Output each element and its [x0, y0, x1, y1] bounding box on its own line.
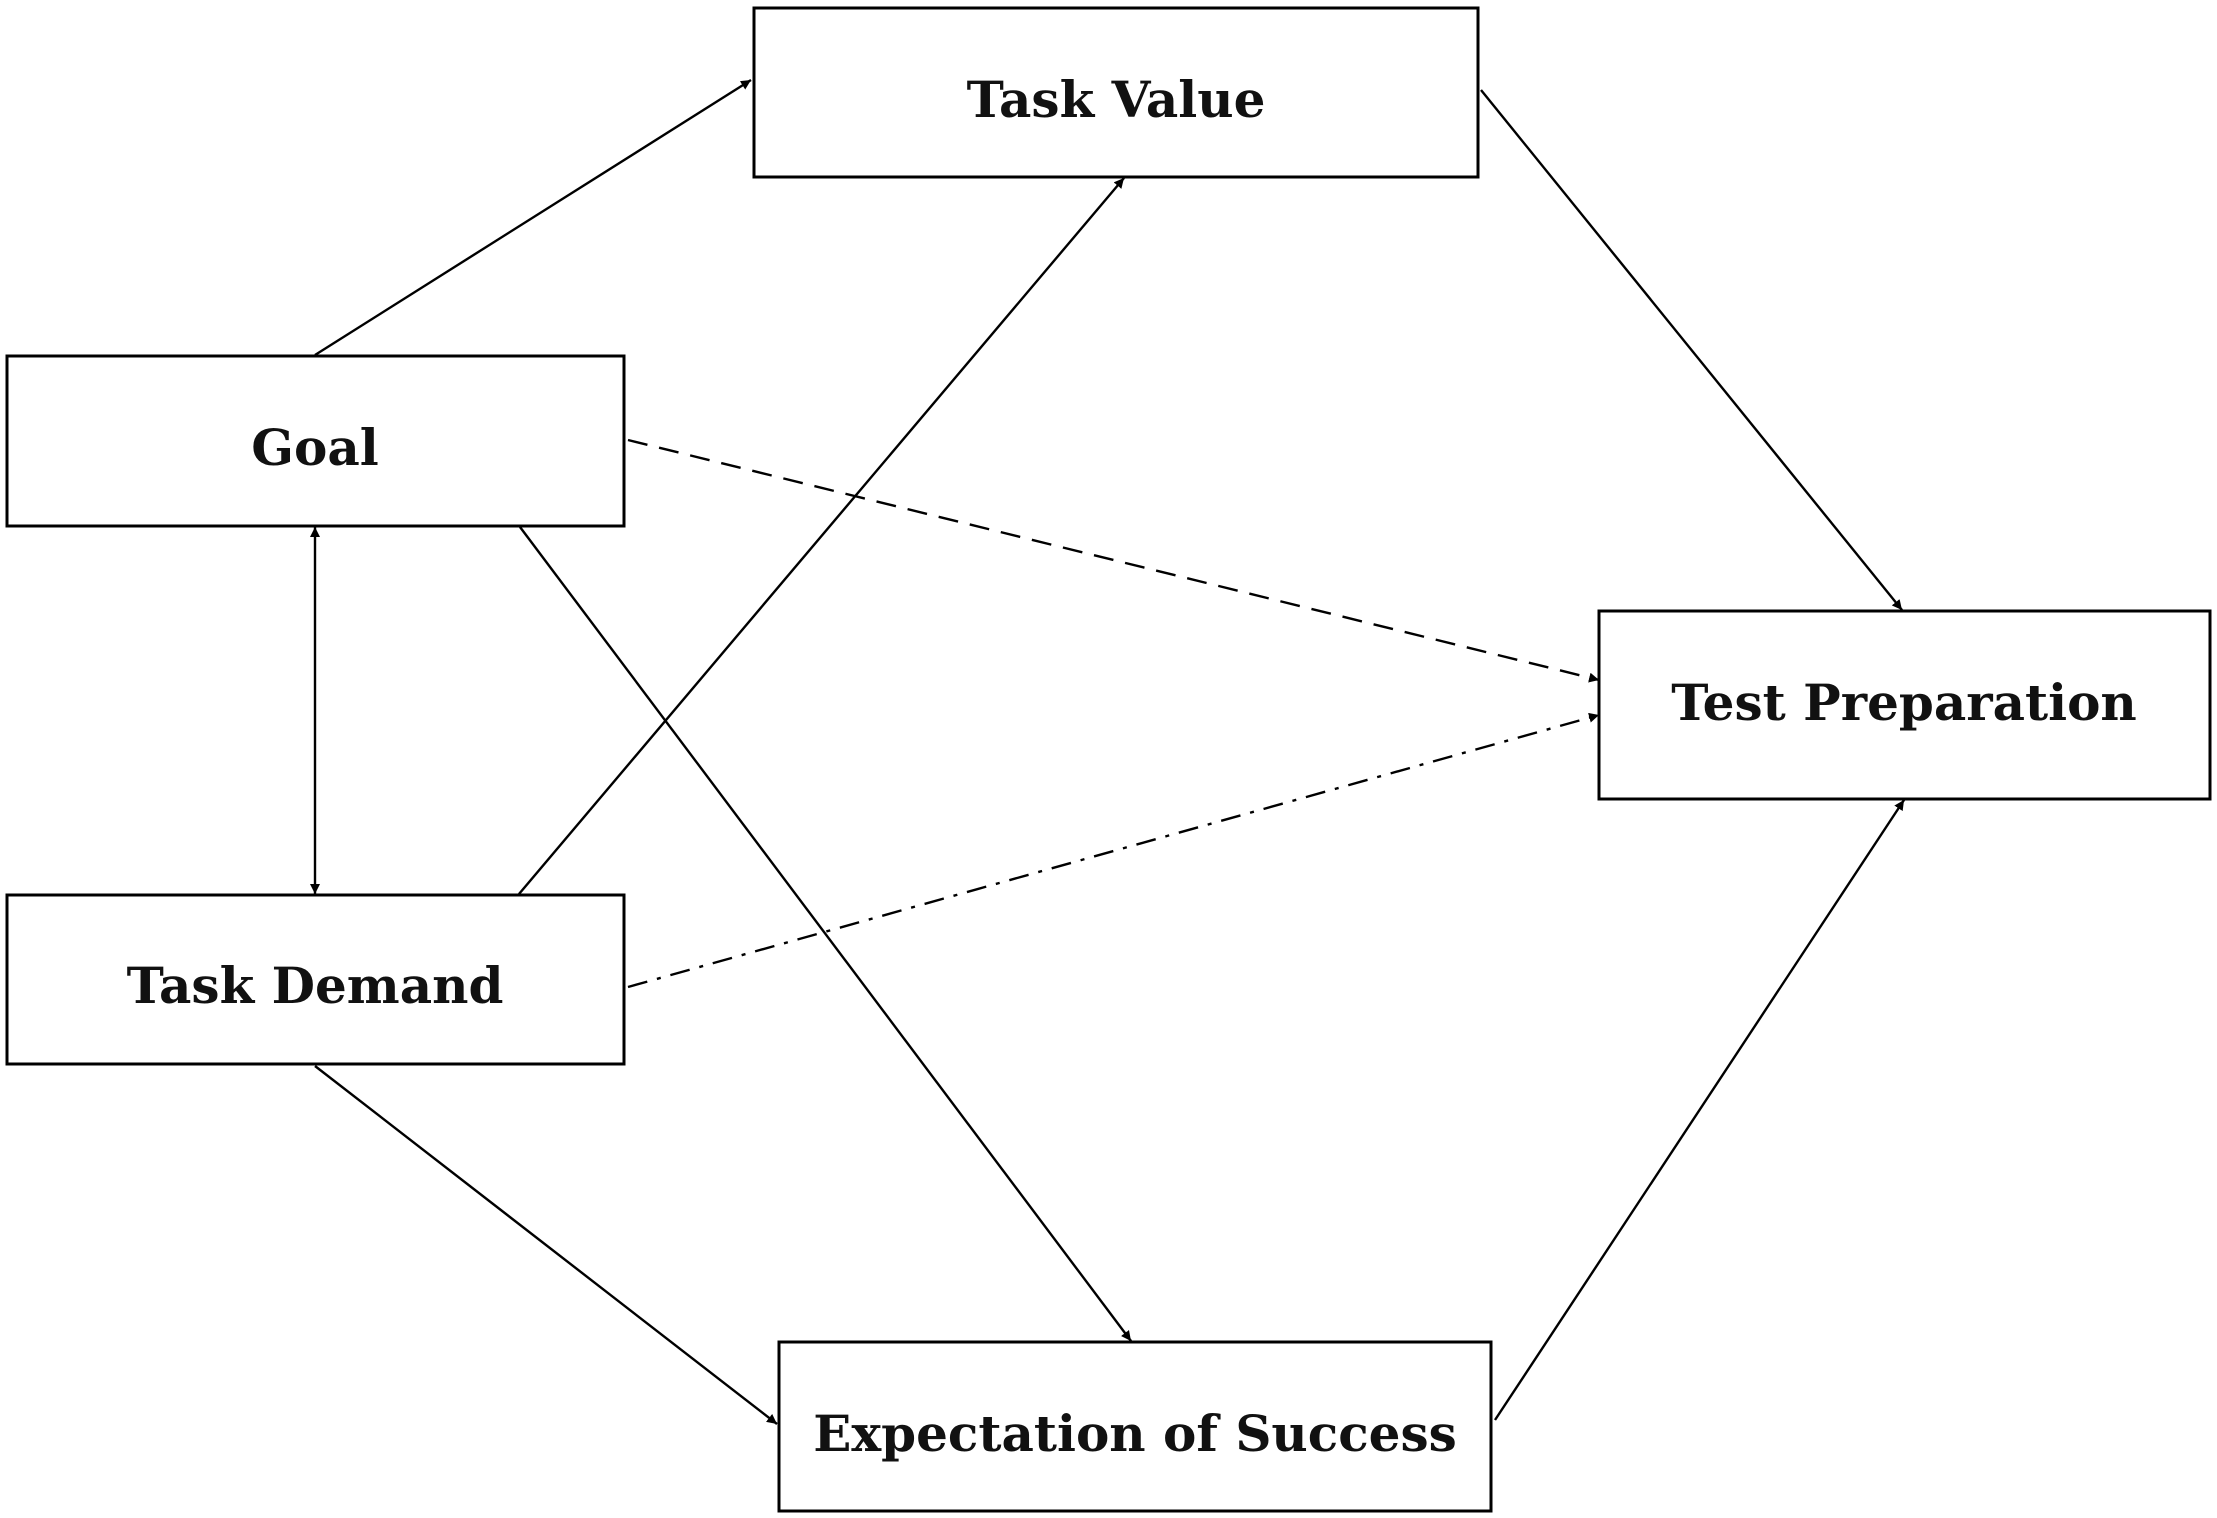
- node-expectation-of-success: Expectation of Success: [777, 1340, 1493, 1513]
- node-expectation-of-success-box: [777, 1340, 1493, 1513]
- node-task-value-label: Task Value: [967, 70, 1266, 129]
- edge-task-demand-to-expectation-of-success: [314, 1065, 778, 1425]
- node-task-demand-box: [5, 893, 626, 1066]
- edge-goal-to-task-value: [314, 78, 752, 357]
- edge-expectation-of-success-to-test-preparation: [1493, 799, 1906, 1421]
- node-test-preparation-label: Test Preparation: [1671, 673, 2137, 732]
- node-task-value: Task Value: [752, 6, 1480, 179]
- edge-task-value-to-test-preparation: [1480, 89, 1903, 611]
- edge-task-demand-to-task-value: [518, 177, 1125, 895]
- node-test-preparation: Test Preparation: [1597, 609, 2212, 801]
- node-task-value-box: [752, 6, 1480, 179]
- node-goal-label: Goal: [251, 418, 378, 477]
- node-task-demand: Task Demand: [5, 893, 626, 1066]
- nodes-layer: Task Value Goal Test Preparation Task De…: [5, 6, 2212, 1513]
- edge-goal-to-test-preparation: [627, 438, 1600, 683]
- edge-task-demand-to-test-preparation: [627, 712, 1600, 989]
- edge-goal-to-expectation-of-success: [519, 526, 1132, 1342]
- edges-layer: [310, 78, 1906, 1425]
- node-expectation-of-success-label: Expectation of Success: [813, 1404, 1457, 1463]
- node-goal: Goal: [5, 354, 626, 528]
- node-test-preparation-box: [1597, 609, 2212, 801]
- node-task-demand-label: Task Demand: [127, 956, 504, 1015]
- node-goal-box: [5, 354, 626, 528]
